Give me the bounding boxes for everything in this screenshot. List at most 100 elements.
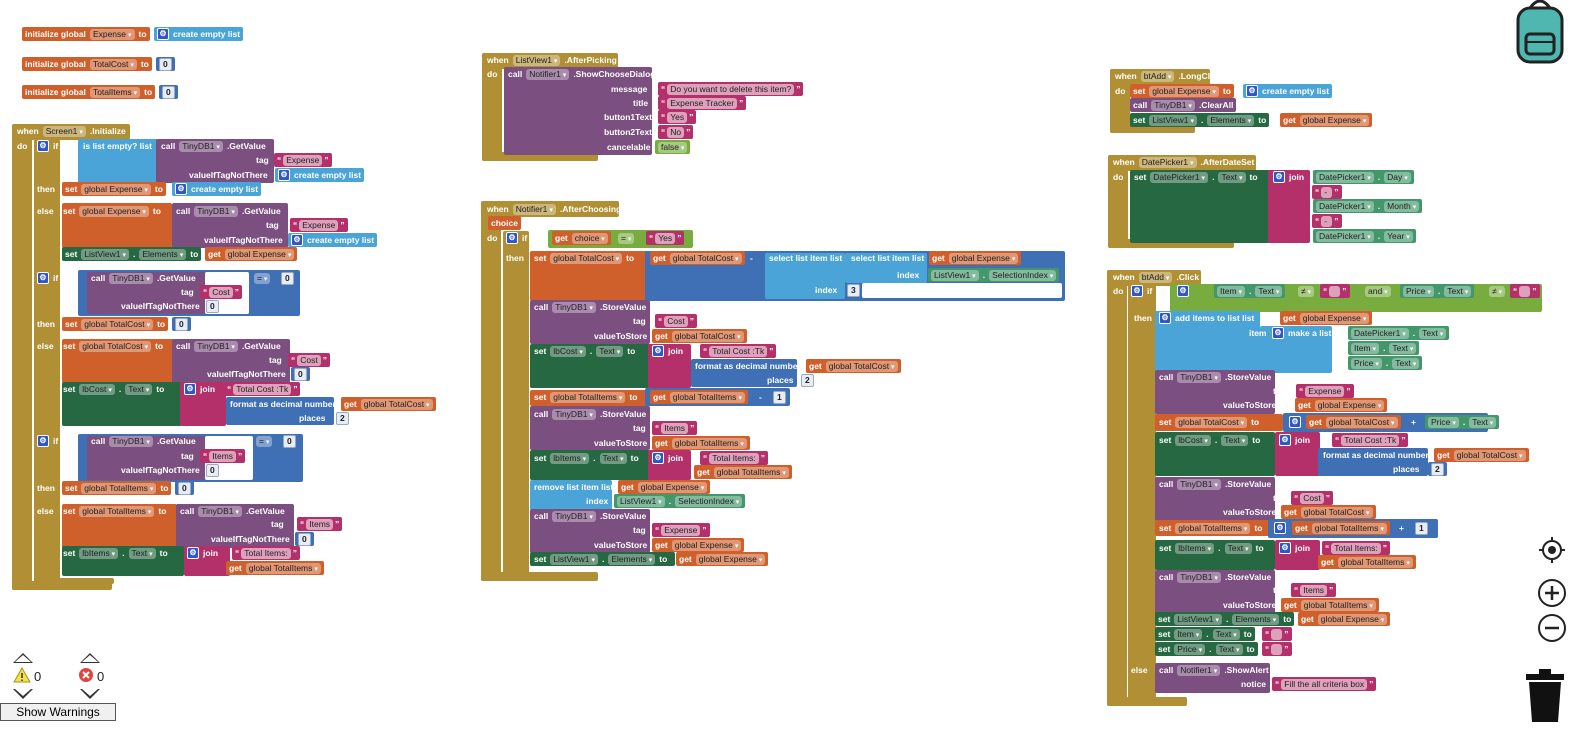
screen1-initialize-segment[interactable]: “Cost” <box>288 353 330 367</box>
btadd-click-segment[interactable]: ⚙ <box>1273 521 1287 535</box>
dropdown-field[interactable]: Text <box>1224 542 1252 554</box>
dropdown-field[interactable]: global TotalCost <box>1300 506 1373 518</box>
notifier1-afterchoosing-segment[interactable]: do <box>486 231 498 245</box>
mutator-gear-icon[interactable]: ⚙ <box>187 547 199 559</box>
btadd-click-segment[interactable]: “” <box>1262 627 1292 641</box>
notifier1-afterchoosing-segment[interactable]: - <box>749 251 754 265</box>
dropdown-field[interactable]: lbCost <box>550 345 586 357</box>
notifier1-afterchoosing-segment[interactable]: valueToStore <box>593 538 648 552</box>
block-body[interactable] <box>691 359 797 387</box>
btadd-click-segment[interactable]: do <box>1112 284 1124 298</box>
btadd-longclick-segment[interactable]: do <box>1114 84 1126 98</box>
dropdown-field[interactable]: lbItems <box>550 452 590 464</box>
dropdown-field[interactable]: global Expense <box>1149 85 1219 97</box>
btadd-click-segment[interactable]: ⚙ <box>1288 415 1302 429</box>
mutator-gear-icon[interactable]: ⚙ <box>37 140 49 152</box>
text-literal[interactable]: “Yes” <box>661 111 693 123</box>
screen1-initialize-segment[interactable]: 0 <box>205 299 220 313</box>
text-value[interactable]: Cost <box>664 315 688 327</box>
btadd-click-segment[interactable]: valueToStore <box>1222 598 1277 612</box>
dropdown-field[interactable]: TinyDB1 <box>552 301 596 313</box>
zoom-out-button[interactable] <box>1537 613 1567 648</box>
screen1-initialize-segment[interactable]: “Items” <box>297 517 343 531</box>
text-value[interactable]: Yes <box>667 111 688 123</box>
datepicker1-afterdateset-segment[interactable]: DatePicker1.Month <box>1313 199 1423 213</box>
screen1-initialize-segment[interactable]: valueIfTagNotThere <box>120 463 201 477</box>
dropdown-field[interactable]: global Expense <box>224 248 295 260</box>
screen1-initialize-segment[interactable]: valueIfTagNotThere <box>120 299 201 313</box>
block-body[interactable] <box>34 139 60 585</box>
mutator-gear-icon[interactable]: ⚙ <box>1246 85 1258 97</box>
dropdown-field[interactable]: TinyDB1 <box>179 140 223 152</box>
btadd-click-segment[interactable]: ≠ <box>1297 284 1315 298</box>
init-global-totalitems-segment[interactable]: initialize globalTotalItemsto <box>22 85 156 99</box>
dropdown-field[interactable]: global Expense <box>81 183 151 195</box>
text-value[interactable]: Total Cost :Tk <box>233 383 292 395</box>
text-value[interactable] <box>1271 628 1283 640</box>
btadd-click-segment[interactable]: tag <box>1272 491 1287 505</box>
btadd-click-segment[interactable]: “” <box>1510 284 1540 298</box>
notifier1-afterchoosing-segment[interactable]: tag <box>632 421 647 435</box>
text-literal[interactable]: “Total Cost :Tk” <box>1335 434 1405 446</box>
listview1-afterpicking-segment[interactable]: “Do you want to delete this item?” <box>658 82 804 96</box>
dropdown-field[interactable]: Text <box>1392 357 1420 369</box>
notifier1-afterchoosing-segment[interactable]: choice <box>488 216 521 230</box>
block-body[interactable] <box>765 253 845 299</box>
notifier1-afterchoosing-segment[interactable]: - <box>758 390 763 404</box>
event-block-body[interactable] <box>481 201 501 581</box>
dropdown-field[interactable]: Notifier1 <box>526 68 570 80</box>
text-literal[interactable]: “Cost” <box>1294 492 1330 504</box>
dropdown-field[interactable]: DatePicker1 <box>1316 230 1374 242</box>
dropdown-field[interactable]: TinyDB1 <box>109 272 153 284</box>
notifier1-afterchoosing-segment[interactable]: index <box>896 268 920 282</box>
notifier1-afterchoosing-segment[interactable]: format as decimal number <box>694 359 802 373</box>
zoom-in-button[interactable] <box>1537 578 1567 613</box>
dropdown-field[interactable]: Text <box>596 345 624 357</box>
dropdown-field[interactable]: global TotalCost <box>669 252 742 264</box>
dropdown-field[interactable]: Text <box>128 547 156 559</box>
dropdown-field[interactable]: global Expense <box>695 553 766 565</box>
btadd-click-segment[interactable]: “Items” <box>1291 583 1337 597</box>
text-literal[interactable]: “Total Cost :Tk” <box>703 345 773 357</box>
show-warnings-button[interactable]: Show Warnings <box>0 703 116 721</box>
screen1-initialize-segment[interactable]: is list empty? list <box>82 139 153 153</box>
dropdown-field[interactable]: Text <box>1255 285 1283 297</box>
text-value[interactable]: Expense <box>1305 385 1345 397</box>
text-literal[interactable]: “” <box>1323 285 1347 297</box>
number-field[interactable]: 0 <box>281 271 294 285</box>
screen1-initialize-segment[interactable]: tag <box>180 285 195 299</box>
dropdown-field[interactable]: Month <box>1384 200 1420 212</box>
screen1-initialize-segment[interactable]: 0 <box>175 481 194 495</box>
btadd-click-segment[interactable]: 2 <box>1428 462 1447 476</box>
number-field[interactable]: 2 <box>1431 462 1444 476</box>
number-field[interactable]: 0 <box>162 85 175 99</box>
dropdown-field[interactable]: Text <box>1444 285 1472 297</box>
screen1-initialize-segment[interactable]: valueIfTagNotThere <box>188 168 269 182</box>
dropdown-field[interactable]: Text <box>1221 434 1249 446</box>
btadd-longclick-segment[interactable]: ⚙create empty list <box>1243 84 1333 98</box>
dropdown-field[interactable]: ListView1 <box>1149 114 1197 126</box>
text-value[interactable]: Expense Tracker <box>667 97 738 109</box>
dropdown-field[interactable]: global Expense <box>1299 114 1370 126</box>
screen1-initialize-segment[interactable]: 0 <box>282 434 297 448</box>
dropdown-field[interactable]: and <box>1365 285 1391 297</box>
dropdown-field[interactable]: Screen1 <box>42 125 86 137</box>
